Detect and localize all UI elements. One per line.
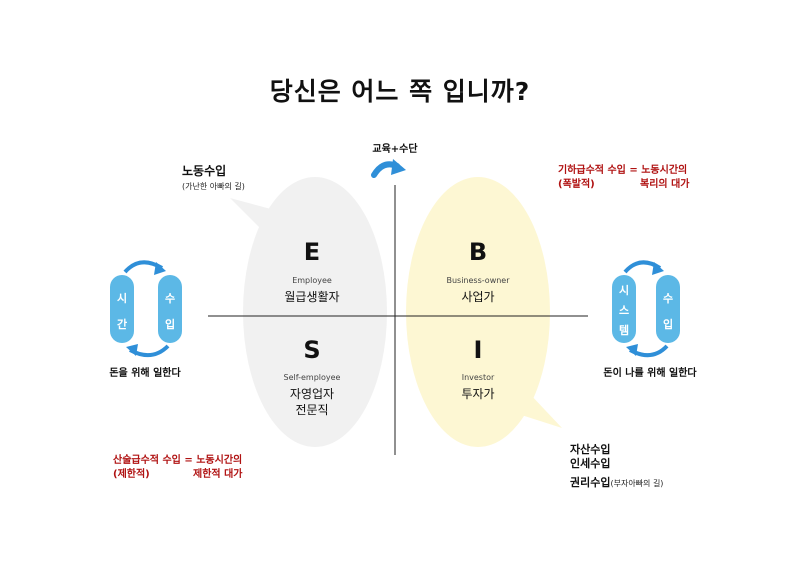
explosive-label: (폭발적) bbox=[558, 179, 595, 190]
royalty-income-label: 인세수입 bbox=[570, 457, 611, 470]
poor-dad-path-label: (가난한 아빠의 길) bbox=[182, 182, 245, 191]
quadrant-s-letter: S bbox=[303, 336, 321, 364]
income-char-2: 입 bbox=[662, 318, 674, 331]
compound-reward-label: 복리의 대가 bbox=[640, 179, 690, 190]
education-means-label: 교육+수단 bbox=[372, 144, 418, 155]
rights-income-row: 권리수입(부자아빠의 길) bbox=[570, 471, 663, 490]
system-char-2: 스 bbox=[618, 304, 630, 317]
time-pill bbox=[110, 275, 134, 343]
rich-dad-path-label: (부자아빠의 길) bbox=[610, 479, 664, 488]
system-char-3: 템 bbox=[618, 324, 630, 337]
quadrant-s-english: Self-employee bbox=[283, 373, 341, 382]
work-for-money-caption: 돈을 위해 일한다 bbox=[109, 368, 181, 379]
page-title: 당신은 어느 쪽 입니까? bbox=[269, 77, 531, 106]
quadrant-e-korean: 월급생활자 bbox=[284, 290, 340, 304]
limited-reward-label: 제한적 대가 bbox=[193, 469, 243, 480]
income-pill bbox=[656, 275, 680, 343]
quadrant-s-korean-1: 자영업자 bbox=[289, 387, 335, 401]
income-char-1: 수 bbox=[164, 292, 176, 305]
left-speech-bubble bbox=[230, 177, 387, 447]
money-works-for-me-caption: 돈이 나를 위해 일한다 bbox=[603, 368, 697, 379]
system-char-1: 시 bbox=[618, 284, 630, 297]
exponential-income-label: 기하급수적 수입 = 노동시간의 bbox=[558, 165, 688, 176]
quadrant-i-korean: 투자가 bbox=[461, 387, 495, 401]
arithmetic-income-label: 산술급수적 수입 = 노동시간의 bbox=[113, 455, 243, 466]
left-cycle-diagram bbox=[110, 260, 182, 358]
limited-label: (제한적) bbox=[113, 469, 150, 480]
labor-income-label: 노동수입 bbox=[182, 164, 227, 178]
time-char-1: 시 bbox=[116, 292, 128, 305]
time-char-2: 간 bbox=[116, 318, 128, 331]
quadrant-i-english: Investor bbox=[461, 373, 495, 382]
right-speech-bubble bbox=[406, 177, 562, 447]
asset-income-label: 자산수입 bbox=[570, 443, 611, 456]
curved-arrow-icon bbox=[371, 159, 406, 178]
quadrant-e-english: Employee bbox=[292, 276, 332, 285]
system-pill bbox=[612, 275, 636, 343]
quadrant-b-english: Business-owner bbox=[446, 276, 510, 285]
quadrant-b-letter: B bbox=[468, 238, 488, 266]
income-char-2: 입 bbox=[164, 318, 176, 331]
quadrant-i-letter: I bbox=[473, 336, 483, 364]
income-pill bbox=[158, 275, 182, 343]
income-char-1: 수 bbox=[662, 292, 674, 305]
quadrant-b-korean: 사업가 bbox=[461, 290, 495, 304]
rights-income-label: 권리수입 bbox=[570, 476, 611, 489]
right-cycle-diagram bbox=[612, 260, 680, 358]
quadrant-e-letter: E bbox=[303, 238, 321, 266]
quadrant-s-korean-2: 전문직 bbox=[295, 403, 329, 417]
